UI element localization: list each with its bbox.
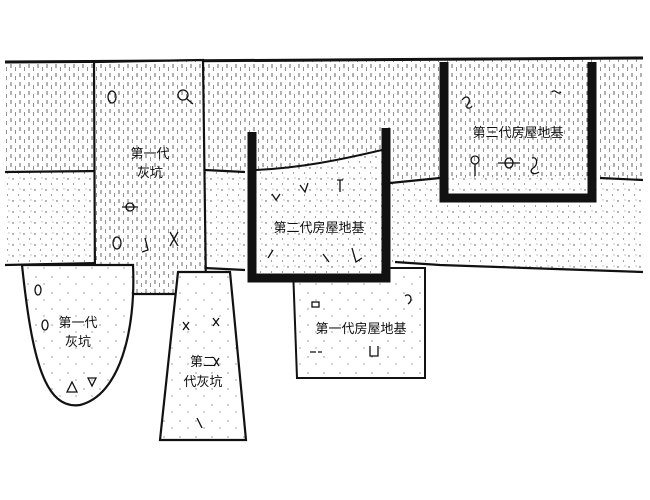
artifact-marks [34,89,562,429]
ash-pit-1-upper-label-line1: 第一代 [130,147,169,162]
house-foundation-2-wall [247,128,391,283]
house-foundation-3-label: 第三代房屋地基 [472,125,563,141]
ash-pit-1-lower-label-line2: 灰坑 [65,335,91,350]
house-foundation-2-label: 第二代房屋地基 [273,220,364,236]
ash-pit-1-lower-label-line1: 第一代 [58,316,97,331]
ash-pit-2-label-line2: 代灰坑 [183,375,222,390]
house-foundation-2-top [255,149,383,171]
ash-pit-1-lower [20,263,135,407]
house-foundation-1-label: 第一代房屋地基 [315,321,406,337]
ash-pit-2 [158,270,248,442]
house-foundation-3-wall [439,62,597,203]
ash-pit-1-upper-label-line2: 灰坑 [137,166,163,181]
upper-boundary-line [4,168,644,185]
house-foundation-2-fill [252,150,382,278]
ash-pit-2-label-line1: 第二 [190,355,216,370]
